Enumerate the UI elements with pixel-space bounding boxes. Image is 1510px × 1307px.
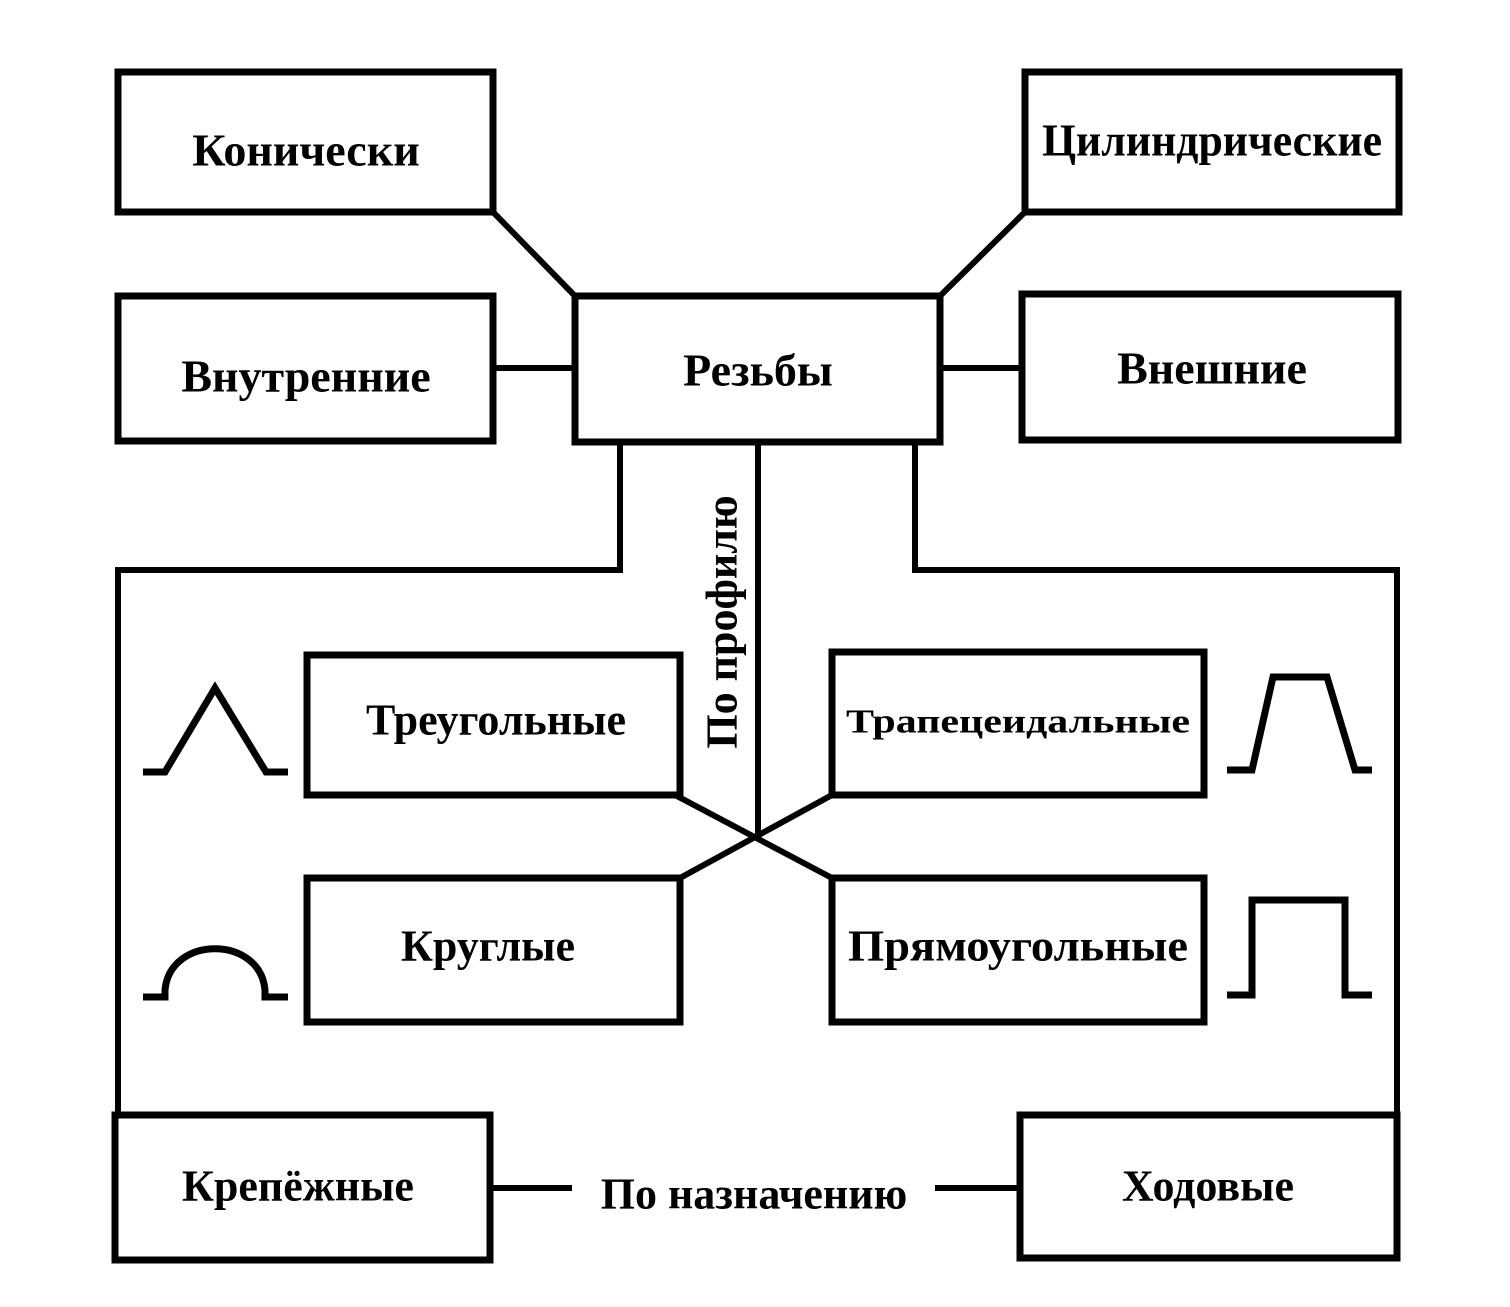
- rectangle-profile-icon: [1227, 896, 1372, 999]
- by-profile-label: По профилю: [698, 495, 747, 748]
- node-triangular: Треугольные: [303, 651, 684, 799]
- profile-frame: [115, 442, 623, 1115]
- node-triangular-label: Треугольные: [366, 696, 626, 745]
- cross-line-trapezoidal-round: [678, 792, 834, 881]
- node-round-label: Круглые: [401, 922, 575, 971]
- node-cylindrical-label: Цилиндрические: [1042, 115, 1382, 166]
- node-fastening: Крепёжные: [111, 1111, 494, 1264]
- node-rectangular: Прямоугольные: [828, 874, 1208, 1026]
- node-center-label: Резьбы: [683, 345, 833, 396]
- node-fastening-label: Крепёжные: [182, 1162, 414, 1211]
- node-conical-label: Конически: [192, 125, 419, 176]
- connector-cylindrical: [937, 209, 1028, 299]
- node-internal-label: Внутренние: [181, 351, 430, 402]
- node-trapezoidal-label: Трапецеидальные: [846, 704, 1190, 741]
- connector-conical: [490, 209, 578, 299]
- triangle-profile-icon: [143, 681, 288, 776]
- node-running: Ходовые: [1016, 1111, 1401, 1262]
- by-purpose-label: По назначению: [601, 1170, 908, 1219]
- trapezoid-profile-icon: [1227, 673, 1372, 774]
- node-center: Резьбы: [571, 292, 944, 446]
- node-cylindrical: Цилиндрические: [1021, 68, 1403, 216]
- node-external-label: Внешние: [1117, 343, 1307, 394]
- node-conical: Конически: [114, 68, 497, 216]
- node-running-label: Ходовые: [1122, 1162, 1294, 1211]
- node-external: Внешние: [1018, 290, 1402, 444]
- round-profile-icon: [143, 945, 288, 1001]
- connectors: [115, 209, 1400, 1191]
- profile-frame-right: [912, 442, 1400, 1115]
- node-trapezoidal: Трапецеидальные: [828, 648, 1208, 799]
- node-round: Круглые: [303, 874, 684, 1026]
- node-rectangular-label: Прямоугольные: [848, 922, 1188, 971]
- node-internal: Внутренние: [114, 292, 497, 445]
